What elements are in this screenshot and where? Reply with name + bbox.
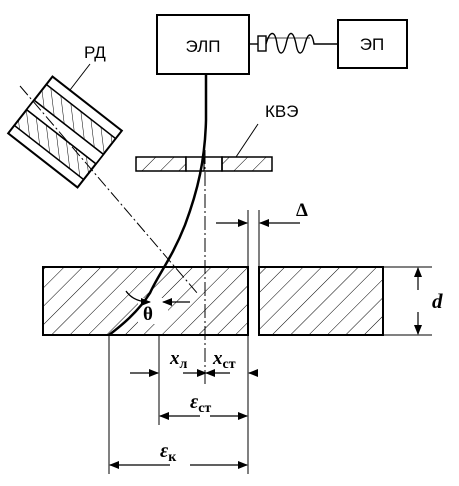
rd-label: РД [84,43,106,62]
d-label: d [432,289,443,313]
workpiece-right [258,266,384,336]
elp-label: ЭЛП [185,37,220,56]
extension-lines [108,335,249,474]
ep-label: ЭП [360,35,384,54]
theta-label: θ [143,304,153,325]
kve-plate [135,156,273,172]
elp-block: ЭЛП [156,14,250,75]
x-l-subscript: л [180,357,188,372]
eps-k-subscript: к [168,450,177,465]
ep-block: ЭП [337,19,408,69]
electron-beam [108,74,208,336]
gap-delta: Δ [216,200,308,267]
delta-label: Δ [296,200,308,221]
x-st-label: xст [212,348,236,372]
eps-st-subscript: ст [198,401,211,416]
theta-angle: θ [125,290,190,325]
rd-sensor [6,75,124,189]
kve-leader [235,123,259,158]
eps-st-dimension: εст [159,391,248,420]
thickness-dimension: d [383,266,443,336]
elp-ep-connector [249,32,338,54]
eps-st-label: εст [190,391,211,416]
kve-label: КВЭ [265,102,298,121]
rd-leader [69,63,91,91]
rd-axis-line [19,85,199,295]
x-st-subscript: ст [223,357,236,372]
x-st-dimension: xст [205,348,258,377]
eps-k-dimension: εк [109,440,248,469]
x-l-label: xл [169,348,188,372]
eps-k-label: εк [160,440,177,465]
x-l-dimension: xл [130,348,207,377]
